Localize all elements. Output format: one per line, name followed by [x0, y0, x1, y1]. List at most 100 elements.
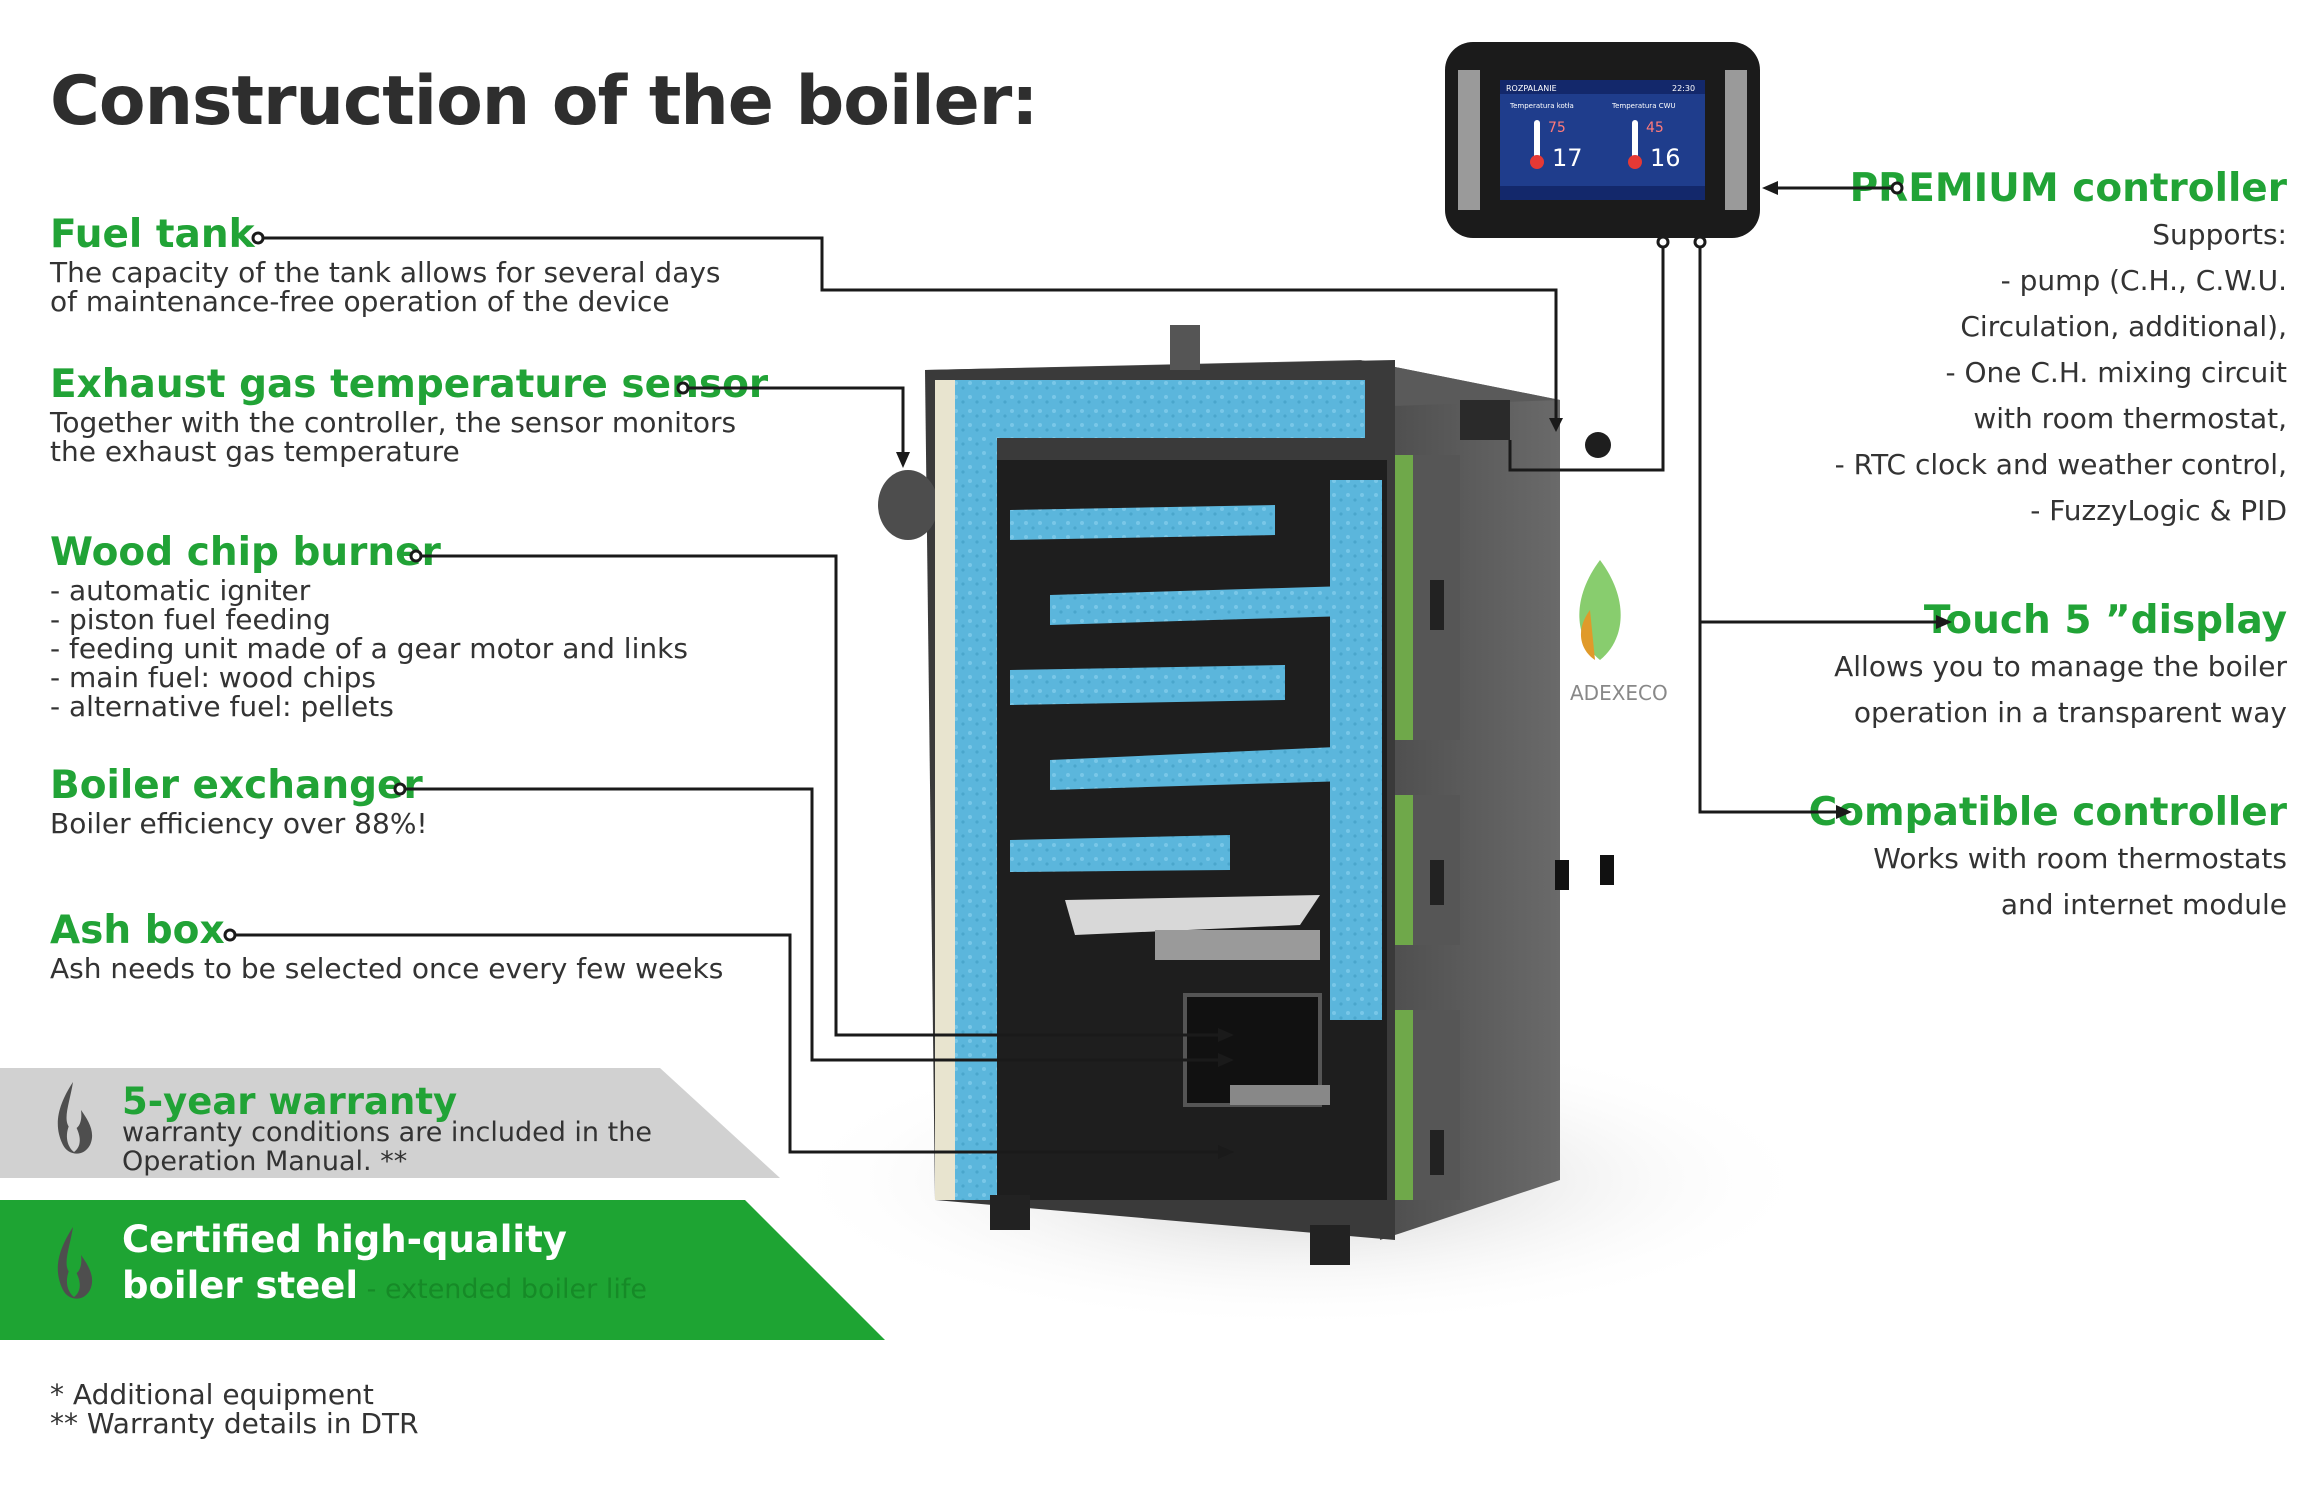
label-fuel-tank: Fuel tank The capacity of the tank allow…: [50, 212, 721, 316]
warranty-line: warranty conditions are included in the: [122, 1117, 652, 1148]
controller-screen-topbar: [1500, 80, 1705, 94]
label-heading: Compatible controller: [1808, 790, 2287, 835]
label-line: - alternative fuel: pellets: [50, 690, 394, 723]
label-compatible-controller: Compatible controller Works with room th…: [1809, 790, 2287, 928]
label-line: and internet module: [2000, 888, 2287, 921]
door-handle: [1430, 580, 1444, 630]
label-premium-controller: PREMIUM controller Supports: - pump (C.H…: [1835, 166, 2287, 534]
thermometer-icon: [1628, 155, 1642, 169]
arrow-head: [1936, 615, 1952, 629]
label-line: with room thermostat,: [1973, 402, 2287, 435]
burner-grate-plate: [1155, 930, 1320, 960]
leader-fuel-tank: [260, 236, 1558, 425]
arrow-head: [1549, 418, 1563, 432]
exhaust-flue: [878, 470, 938, 540]
leader-exhaust-sensor: [685, 386, 905, 460]
warranty-title: 5-year warranty: [122, 1080, 458, 1123]
insulation-right: [1330, 480, 1382, 1020]
side-panel-slot: [1600, 855, 1614, 885]
warranty-banner: [0, 1068, 780, 1178]
leader-dot: [393, 782, 407, 796]
leader-wood-chip-burner: [418, 554, 1225, 1037]
label-wood-chip-burner: Wood chip burner - automatic igniter - p…: [50, 530, 688, 721]
thermometer-icon: [1534, 120, 1540, 160]
leader-ash-box: [232, 933, 1225, 1154]
label-heading: Wood chip burner: [50, 530, 441, 575]
leader-dot: [1656, 235, 1670, 249]
label-line: - FuzzyLogic & PID: [2030, 494, 2287, 527]
label-heading: Touch 5 ”display: [1923, 598, 2287, 643]
label-line: - piston fuel feeding: [50, 603, 331, 636]
screen-label-left: Temperatura kotła: [1509, 102, 1574, 110]
door-handle: [1430, 860, 1444, 905]
door-upper-hinge: [1395, 455, 1413, 740]
controller-screen: [1500, 80, 1705, 200]
certified-steel: boiler steel: [122, 1264, 359, 1307]
certified-extension: - extended boiler life: [358, 1274, 647, 1305]
leader-controller-cable: [1508, 240, 1665, 472]
label-line: - main fuel: wood chips: [50, 661, 376, 694]
label-line: the exhaust gas temperature: [50, 435, 460, 468]
label-heading: Exhaust gas temperature sensor: [50, 362, 769, 407]
label-line: - feeding unit made of a gear motor and …: [50, 632, 688, 665]
screen-status: ROZPALANIE: [1506, 84, 1557, 93]
insulation-left: [955, 380, 997, 1200]
boiler-foot: [1310, 1225, 1350, 1265]
thermometer-icon: [1530, 155, 1544, 169]
label-line: - RTC clock and weather control,: [1834, 448, 2287, 481]
exchanger-fin: [1050, 585, 1380, 625]
label-line: Circulation, additional),: [1960, 310, 2287, 343]
leader-dot: [1890, 181, 1904, 195]
footnote: * Additional equipment: [50, 1378, 374, 1411]
hopper-knob: [1585, 432, 1611, 458]
label-ash-box: Ash box Ash needs to be selected once ev…: [50, 908, 723, 983]
door-middle-hinge: [1395, 795, 1413, 945]
label-line: Boiler efficiency over 88%!: [50, 807, 428, 840]
leaf-logo-icon: [1580, 610, 1595, 660]
thermometer-icon: [1632, 120, 1638, 160]
chimney: [1170, 325, 1200, 370]
leader-boiler-exchanger: [402, 787, 1225, 1062]
door-lower-hinge: [1395, 1010, 1413, 1200]
screen-read-right: 16: [1650, 144, 1681, 172]
leader-dot: [409, 549, 423, 563]
label-line: Ash needs to be selected once every few …: [50, 952, 724, 985]
label-line: of maintenance-free operation of the dev…: [50, 285, 670, 318]
label-heading: Fuel tank: [50, 212, 255, 257]
label-touch-display: Touch 5 ”display Allows you to manage th…: [1834, 598, 2287, 736]
screen-set-left: 75: [1548, 120, 1566, 136]
label-boiler-exchanger: Boiler exchanger Boiler efficiency over …: [50, 763, 428, 838]
outer-skin: [935, 380, 955, 1200]
burner-grate: [1065, 895, 1320, 935]
arrow-head: [1218, 1053, 1234, 1067]
flame-icon: [57, 1227, 93, 1299]
leader-touch-display: [1698, 240, 1940, 624]
label-line: Supports:: [2152, 218, 2287, 251]
warranty-line: Operation Manual. **: [122, 1146, 408, 1177]
leader-dot: [223, 928, 237, 942]
label-line: operation in a transparent way: [1853, 696, 2287, 729]
label-line: Together with the controller, the sensor…: [50, 406, 737, 439]
ash-box-plate: [1230, 1085, 1330, 1105]
arrow-head: [1762, 181, 1778, 195]
arrow-head: [1218, 1028, 1234, 1042]
certified-line1: Certified high-quality: [122, 1218, 567, 1261]
warranty-desc: warranty conditions are included in the …: [122, 1118, 652, 1176]
arrow-head: [1218, 1145, 1234, 1159]
brand-mark: ADEXECO: [1570, 681, 1668, 705]
arrow-head: [1836, 805, 1852, 819]
label-line: - pump (C.H., C.W.U.: [2000, 264, 2287, 297]
label-line: The capacity of the tank allows for seve…: [50, 256, 721, 289]
page-title: Construction of the boiler:: [50, 62, 1038, 141]
label-heading: Boiler exchanger: [50, 763, 423, 808]
screen-label-right: Temperatura CWU: [1611, 102, 1676, 110]
leader-dot: [251, 231, 265, 245]
hopper-lid: [1460, 400, 1510, 440]
certified-line2: boiler steel - extended boiler life: [122, 1264, 647, 1307]
label-line: - One C.H. mixing circuit: [1945, 356, 2287, 389]
label-line: - automatic igniter: [50, 574, 311, 607]
exchanger-fin: [1010, 505, 1275, 540]
controller-bezel-right: [1725, 70, 1747, 210]
exchanger-fin: [1010, 835, 1230, 872]
